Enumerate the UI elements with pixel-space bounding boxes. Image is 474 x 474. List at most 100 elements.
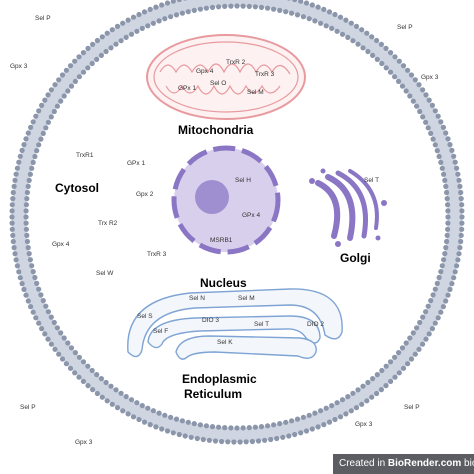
membrane-bead [9,214,15,220]
membrane-bead [378,387,384,393]
membrane-bead [388,50,394,56]
membrane-bead [423,336,429,342]
membrane-bead [216,424,222,430]
membrane-bead [36,142,42,148]
membrane-bead [21,286,27,292]
membrane-bead [318,408,324,414]
watermark-prefix: Created in [339,458,388,469]
membrane-bead [40,298,46,304]
label-er-dio2: DIO 2 [307,321,324,328]
membrane-bead [303,0,310,6]
membrane-bead [252,424,258,430]
membrane-bead [61,93,67,99]
membrane-bead [283,419,289,425]
membrane-bead [45,119,52,125]
membrane-bead [164,0,171,6]
membrane-bead [405,361,411,367]
membrane-bead [139,403,145,409]
membrane-bead [19,147,25,153]
golgi-title: Golgi [340,251,371,265]
membrane-bead [12,251,18,257]
biorender-watermark: Created in BioRender.com bio [333,454,474,474]
membrane-bead [339,397,346,403]
membrane-bead [360,45,366,51]
membrane-bead [25,183,31,189]
membrane-bead [379,60,385,67]
membrane-bead [48,341,55,347]
membrane-bead [63,361,69,367]
membrane-bead [265,423,271,429]
label-gpx3-bottom-left: Gpx 3 [75,439,93,446]
membrane-bead [85,363,91,369]
membrane-bead [438,269,444,275]
membrane-bead [441,257,447,263]
membrane-bead [438,159,444,165]
membrane-bead [383,363,389,369]
membrane-bead [113,41,119,47]
membrane-bead [399,83,406,89]
membrane-bead [48,114,54,120]
membrane-bead [435,113,441,119]
membrane-bead [432,286,438,292]
membrane-bead [54,103,61,109]
membrane-bead [456,251,462,257]
membrane-bead [23,226,29,232]
nucleus-title: Nucleus [200,276,247,290]
membrane-bead [94,37,100,44]
label-er-sel-s: Sel S [137,313,153,320]
membrane-bead [392,74,398,80]
membrane-bead [445,226,451,232]
membrane-bead [162,412,168,418]
label-cytosol-txnrd1: TrxR1 [76,152,94,159]
membrane-bead [67,365,74,371]
membrane-bead [59,72,66,78]
membrane-bead [114,23,121,29]
membrane-bead [438,119,444,125]
membrane-bead [11,183,17,189]
membrane-bead [443,245,449,251]
membrane-bead [443,130,449,136]
membrane-bead [432,142,438,148]
membrane-bead [420,87,426,93]
membrane-bead [378,41,384,48]
membrane-bead [430,292,436,298]
membrane-bead [326,419,333,425]
membrane-bead [392,374,398,380]
membrane-bead [30,269,36,275]
membrane-bead [459,220,465,226]
membrane-bead [13,171,19,177]
membrane-bead [445,208,451,214]
membrane-bead [56,77,62,83]
membrane-bead [42,331,48,337]
membrane-bead [447,142,453,148]
membrane-bead [25,245,31,251]
membrane-bead [343,411,349,417]
membrane-bead [24,189,30,196]
membrane-bead [420,314,426,320]
cell-membrane [9,0,465,445]
membrane-bead [16,269,22,275]
membrane-bead [216,4,222,10]
membrane-bead [364,398,370,404]
membrane-bead [440,124,446,130]
membrane-bead [231,439,237,445]
membrane-bead [9,220,15,226]
membrane-bead [353,405,360,411]
membrane-bead [300,414,306,420]
membrane-bead [68,345,75,351]
membrane-bead [48,87,55,93]
membrane-bead [159,2,165,8]
membrane-bead [436,153,442,160]
membrane-bead [30,159,36,165]
membrane-bead [252,4,258,10]
membrane-bead [249,438,255,445]
membrane-bead [170,430,176,436]
membrane-bead [360,383,366,389]
membrane-bead [379,367,385,374]
membrane-bead [345,34,351,41]
membrane-bead [90,387,96,393]
membrane-bead [268,436,274,443]
membrane-bead [25,298,31,304]
membrane-bead [457,245,463,251]
membrane-bead [23,208,29,214]
